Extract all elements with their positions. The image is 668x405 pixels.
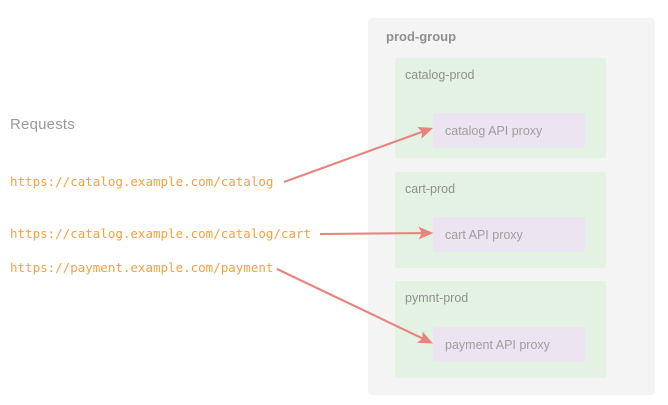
requests-section-label: Requests	[10, 116, 75, 133]
environment-cart-prod: cart-prod cart API proxy	[395, 172, 606, 268]
request-url-catalog: https://catalog.example.com/catalog	[10, 174, 274, 189]
environment-label-catalog-prod: catalog-prod	[405, 68, 475, 82]
prod-group-title: prod-group	[386, 29, 457, 44]
api-proxy-payment[interactable]: payment API proxy	[433, 327, 585, 362]
environment-label-cart-prod: cart-prod	[405, 182, 456, 196]
api-proxy-catalog[interactable]: catalog API proxy	[433, 113, 585, 148]
prod-group-panel: prod-group catalog-prod catalog API prox…	[368, 18, 655, 395]
api-proxy-label-payment: payment API proxy	[445, 337, 550, 352]
api-proxy-label-catalog: catalog API proxy	[445, 123, 543, 138]
environment-catalog-prod: catalog-prod catalog API proxy	[395, 58, 606, 158]
environment-pymnt-prod: pymnt-prod payment API proxy	[395, 281, 606, 378]
api-proxy-label-cart: cart API proxy	[445, 227, 523, 242]
request-url-payment: https://payment.example.com/payment	[10, 260, 274, 275]
request-url-cart: https://catalog.example.com/catalog/cart	[10, 226, 312, 241]
environment-label-pymnt-prod: pymnt-prod	[405, 291, 469, 305]
api-proxy-cart[interactable]: cart API proxy	[433, 217, 585, 252]
